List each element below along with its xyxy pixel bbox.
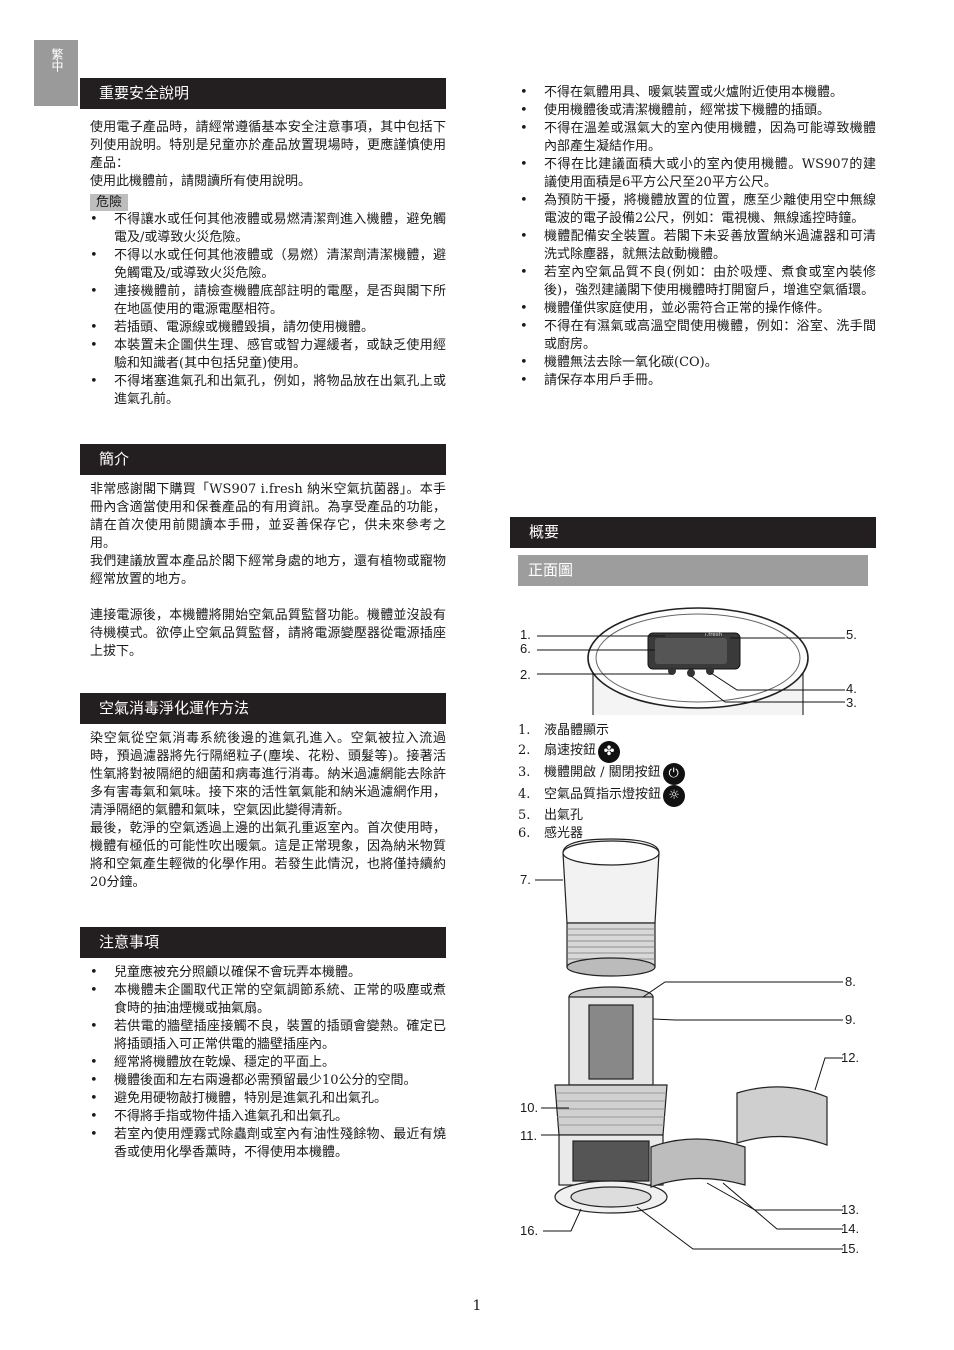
list-item: 機體配備安全裝置。若閣下未妥善放置納米過濾器和可清洗式除塵器，就無法啟動機體。 (520, 228, 876, 264)
list-item: 不得堵塞進氣孔和出氣孔，例如，將物品放在出氣孔上或進氣孔前。 (90, 373, 446, 409)
list-item: 本機體未企圖取代正常的空氣調節系統、正常的吸塵或煮食時的抽油煙機或抽氣扇。 (90, 982, 446, 1018)
list-item: 不得在溫差或濕氣大的室內使用機體，因為可能導致機體內部產生凝結作用。 (520, 120, 876, 156)
list-item: 不得讓水或任何其他液體或易燃清潔劑進入機體，避免觸電及/或導致火災危險。 (90, 211, 446, 247)
intro-paragraph-3: 連接電源後，本機體將開始空氣品質監督功能。機體並沒設有待機模式。欲停止空氣品質監… (90, 608, 446, 659)
callout-8: 8. (845, 974, 856, 989)
callout-3: 3. (846, 695, 857, 710)
section-title-intro: 簡介 (80, 444, 446, 475)
list-item: 請保存本用戶手冊。 (520, 372, 876, 390)
left-column: 重要安全說明 使用電子產品時，請經常遵循基本安全注意事項，其中包括下列使用說明。… (80, 78, 446, 1162)
callout-14: 14. (841, 1221, 860, 1236)
danger-label: 危險 (90, 194, 129, 211)
safety-list: 不得讓水或任何其他液體或易燃清潔劑進入機體，避免觸電及/或導致火災危險。 不得以… (80, 211, 446, 409)
callout-4: 4. (846, 681, 857, 696)
list-item: 不得以水或任何其他液體或（易燃）清潔劑清潔機體，避免觸電及/或導致火災危險。 (90, 247, 446, 283)
list-item: 不得在比建議面積大或小的室內使用機體。WS907的建議使用面積是6平方公尺至20… (520, 156, 876, 192)
callout-11: 11. (520, 1128, 538, 1143)
section-title-notes: 注意事項 (80, 927, 446, 958)
right-column: 不得在氣體用具、暖氣裝置或火爐附近使用本機體。 使用機體後或清潔機體前，經常拔下… (510, 84, 876, 390)
notes-list: 兒童應被充分照顧以確保不會玩弄本機體。 本機體未企圖取代正常的空氣調節系統、正常… (80, 964, 446, 1162)
list-item: 為預防干擾，將機體放置的位置，應至少離使用空中無線電波的電子設備2公尺，例如：電… (520, 192, 876, 228)
callout-5: 5. (846, 627, 857, 642)
section-title-overview: 概要 (510, 517, 876, 548)
language-label: 繁中 (50, 48, 64, 72)
list-item: 經常將機體放在乾燥、穩定的平面上。 (90, 1054, 446, 1072)
legend-item: 4.空氣品質指示燈按鈕☼ (518, 784, 686, 807)
safety-intro-2: 使用此機體前，請閱讀所有使用說明。 (90, 174, 312, 189)
callout-12: 12. (841, 1050, 860, 1065)
list-item: 避免用硬物敲打機體，特別是進氣孔和出氣孔。 (90, 1090, 446, 1108)
list-item: 機體後面和左右兩邊都必需預留最少10公分的空間。 (90, 1072, 446, 1090)
intro-paragraph-2: 我們建議放置本產品於閣下經常身處的地方，還有植物或寵物經常放置的地方。 (90, 554, 446, 587)
list-item: 兒童應被充分照顧以確保不會玩弄本機體。 (90, 964, 446, 982)
legend-item: 2.扇速按鈕✤ (518, 740, 685, 763)
power-icon: ⏻ (662, 762, 685, 785)
language-tab: 繁中 (34, 40, 78, 106)
fan-icon: ✤ (598, 740, 621, 763)
callout-16: 16. (520, 1223, 539, 1238)
legend-item: 1.液晶體顯示 (518, 723, 610, 738)
legend-item: 5.出氣孔 (518, 807, 584, 823)
list-item: 若室內空氣品質不良(例如：由於吸煙、煮食或室內裝修後)，強烈建議閣下使用機體時打… (520, 264, 876, 300)
method-paragraph-2: 最後，乾淨的空氣透過上邊的出氣孔重返室內。首次使用時，機體有極低的可能性吹出暖氣… (90, 821, 446, 890)
list-item: 機體無法去除一氧化碳(CO)。 (520, 354, 876, 372)
intro-paragraph-1: 非常感謝閣下購買「WS907 i.fresh 納米空氣抗菌器」。本手冊內含適當使… (90, 482, 446, 551)
callout-2: 2. (520, 667, 531, 682)
list-item: 不得在氣體用具、暖氣裝置或火爐附近使用本機體。 (520, 84, 876, 102)
list-item: 機體僅供家庭使用，並必需符合正常的操作條件。 (520, 300, 876, 318)
callout-9: 9. (845, 1012, 856, 1027)
list-item: 本裝置未企圖供生理、感官或智力遲緩者，或缺乏使用經驗和知識者(其中包括兒童)使用… (90, 337, 446, 373)
method-paragraph-1: 染空氣從空氣消毒系統後邊的進氣孔進入。空氣被拉入流過時，預過濾器將先行隔絕粒子(… (90, 731, 446, 818)
list-item: 若供電的牆壁插座接觸不良，裝置的插頭會變熱。確定已將插頭插入可正常供電的牆壁插座… (90, 1018, 446, 1054)
callout-10: 10. (520, 1100, 539, 1115)
list-item: 若插頭、電源線或機體毀損，請勿使用機體。 (90, 319, 446, 337)
callout-13: 13. (841, 1202, 860, 1217)
callout-1: 1. (520, 627, 531, 642)
legend-item: 6.感光器 (518, 826, 584, 841)
display-brand: i.fresh (705, 632, 723, 638)
page-number: 1 (472, 1298, 482, 1314)
callout-15: 15. (841, 1241, 860, 1256)
device-exploded-diagram (535, 838, 843, 1250)
section-title-safety: 重要安全說明 (80, 78, 446, 109)
callout-6: 6. (520, 641, 531, 656)
list-item: 使用機體後或清潔機體前，經常拔下機體的插頭。 (520, 102, 876, 120)
list-item: 不得將手指或物件插入進氣孔和出氣孔。 (90, 1108, 446, 1126)
light-icon: ☼ (663, 784, 686, 807)
safety-intro: 使用電子產品時，請經常遵循基本安全注意事項，其中包括下列使用說明。特別是兒童亦於… (90, 120, 446, 171)
list-item: 若室內使用煙霧式除蟲劑或室內有油性殘餘物、最近有燒香或使用化學香薰時，不得使用本… (90, 1126, 446, 1162)
legend-item: 3.機體開啟 / 關閉按鈕⏻ (518, 762, 685, 785)
parts-legend: 1.液晶體顯示 2.扇速按鈕✤ 3.機體開啟 / 關閉按鈕⏻ 4.空氣品質指示燈… (510, 722, 686, 844)
subsection-title-front: 正面圖 (518, 555, 868, 586)
device-top-diagram: i.fresh (537, 607, 845, 715)
callout-7: 7. (520, 872, 531, 887)
section-title-method: 空氣消毒淨化運作方法 (80, 693, 446, 724)
notes-list-continued: 不得在氣體用具、暖氣裝置或火爐附近使用本機體。 使用機體後或清潔機體前，經常拔下… (510, 84, 876, 390)
list-item: 不得在有濕氣或高溫空間使用機體，例如：浴室、洗手間或廚房。 (520, 318, 876, 354)
list-item: 連接機體前，請檢查機體底部註明的電壓，是否與閣下所在地區使用的電源電壓相符。 (90, 283, 446, 319)
